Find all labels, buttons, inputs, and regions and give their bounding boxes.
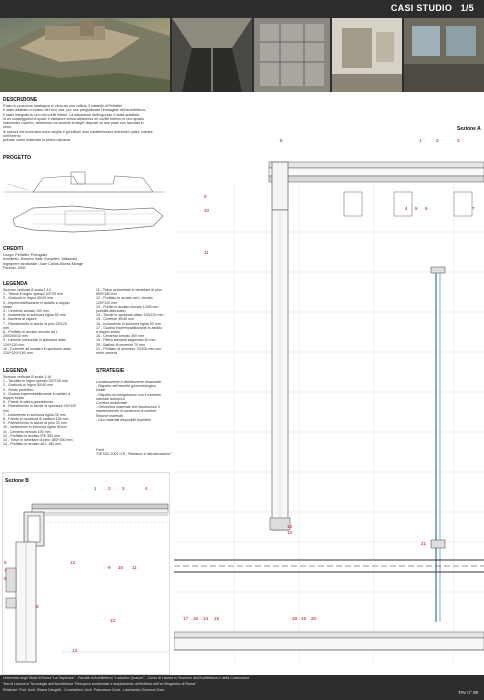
crediti-text: Luogo: Peñafiel, Portugallo Architetto: … [3, 253, 84, 270]
callout-number: 7 [4, 568, 7, 573]
callout-number: 8 [280, 138, 283, 143]
excavation-site-photo [172, 18, 252, 92]
callout-number: 4 [145, 486, 148, 491]
callout-number: 14 [203, 616, 209, 621]
callout-number: 14 [72, 648, 78, 653]
callout-number: 11 [204, 250, 209, 255]
footer-line-3: Relatrice: Prof. Arch. Eliana Cangelli -… [3, 688, 165, 692]
callout-number: 18 [292, 616, 298, 621]
tav-number: TAV n° 09 [458, 690, 478, 695]
legenda-a-heading: LEGENDA [3, 281, 28, 287]
exhibition-room-photo [404, 18, 484, 92]
crediti-heading: CREDITI [3, 246, 23, 252]
strategie-list: Localizzazione e distribuzione funzional… [96, 380, 162, 422]
interior-gallery-photo [332, 18, 402, 92]
callout-number: 10 [204, 208, 210, 213]
callout-number: 13 [110, 618, 116, 623]
callout-number: 20 [311, 616, 317, 621]
callout-number: 6 [4, 560, 7, 565]
footer-line-2: Tesi di Laurea in Tecnologie dell'Archit… [3, 682, 197, 686]
section-a-title: Sezione A [457, 126, 481, 132]
callout-number: 8 [36, 604, 39, 609]
callout-number: 9 [204, 194, 207, 199]
callout-number: 11 [132, 565, 137, 570]
header-band: CASI STUDIO 1/5 [0, 0, 484, 92]
callout-number: 10 [118, 565, 124, 570]
section-b-frame [2, 472, 170, 675]
callout-number: 2 [108, 486, 111, 491]
project-plan-drawings [5, 171, 165, 233]
section-b-title: Sezione B [5, 478, 29, 484]
callout-number: 6 [425, 206, 428, 211]
callout-number: 7 [472, 206, 475, 211]
callout-number: 19 [301, 616, 307, 621]
callout-number: 21 [421, 541, 427, 546]
fortress-on-hill-photo [0, 18, 170, 92]
progetto-heading: PROGETTO [3, 155, 31, 161]
legenda-b-heading: LEGENDA [3, 368, 28, 374]
callout-number: 5 [415, 206, 418, 211]
callout-number: 1 [419, 138, 422, 143]
callout-number: 9 [108, 565, 111, 570]
callout-number: 4 [405, 206, 408, 211]
callout-number: 15 [214, 616, 220, 621]
fonti-block: Fonti "DETAIL 2001 n°6 - Restauro e rist… [96, 448, 172, 457]
callout-number: 3 [122, 486, 125, 491]
callout-number: 2 [436, 138, 439, 143]
callout-number: 1 [94, 486, 97, 491]
callout-number: 12 [287, 524, 293, 529]
footer-line-1: Università degli Studi di Roma "La Sapie… [3, 676, 250, 680]
legenda-a-col2: 11 - Trave perimetrale in lamellare di p… [96, 288, 164, 356]
callout-number: 17 [183, 616, 189, 621]
footer-band: Università degli Studi di Roma "La Sapie… [0, 675, 484, 700]
sheet-title: CASI STUDIO 1/5 [390, 3, 474, 13]
callout-number: 3 [457, 138, 460, 143]
callout-number: 13 [287, 530, 293, 535]
strategie-heading: STRATEGIE [96, 368, 125, 374]
callout-number: 16 [193, 616, 199, 621]
callout-number: 5 [4, 576, 7, 581]
callout-number: 12 [70, 560, 76, 565]
descrizione-text: Posto in posizione strategica in cima ad… [3, 104, 153, 143]
descrizione-heading: DESCRIZIONE [3, 97, 38, 103]
glass-wall-photo [254, 18, 330, 92]
